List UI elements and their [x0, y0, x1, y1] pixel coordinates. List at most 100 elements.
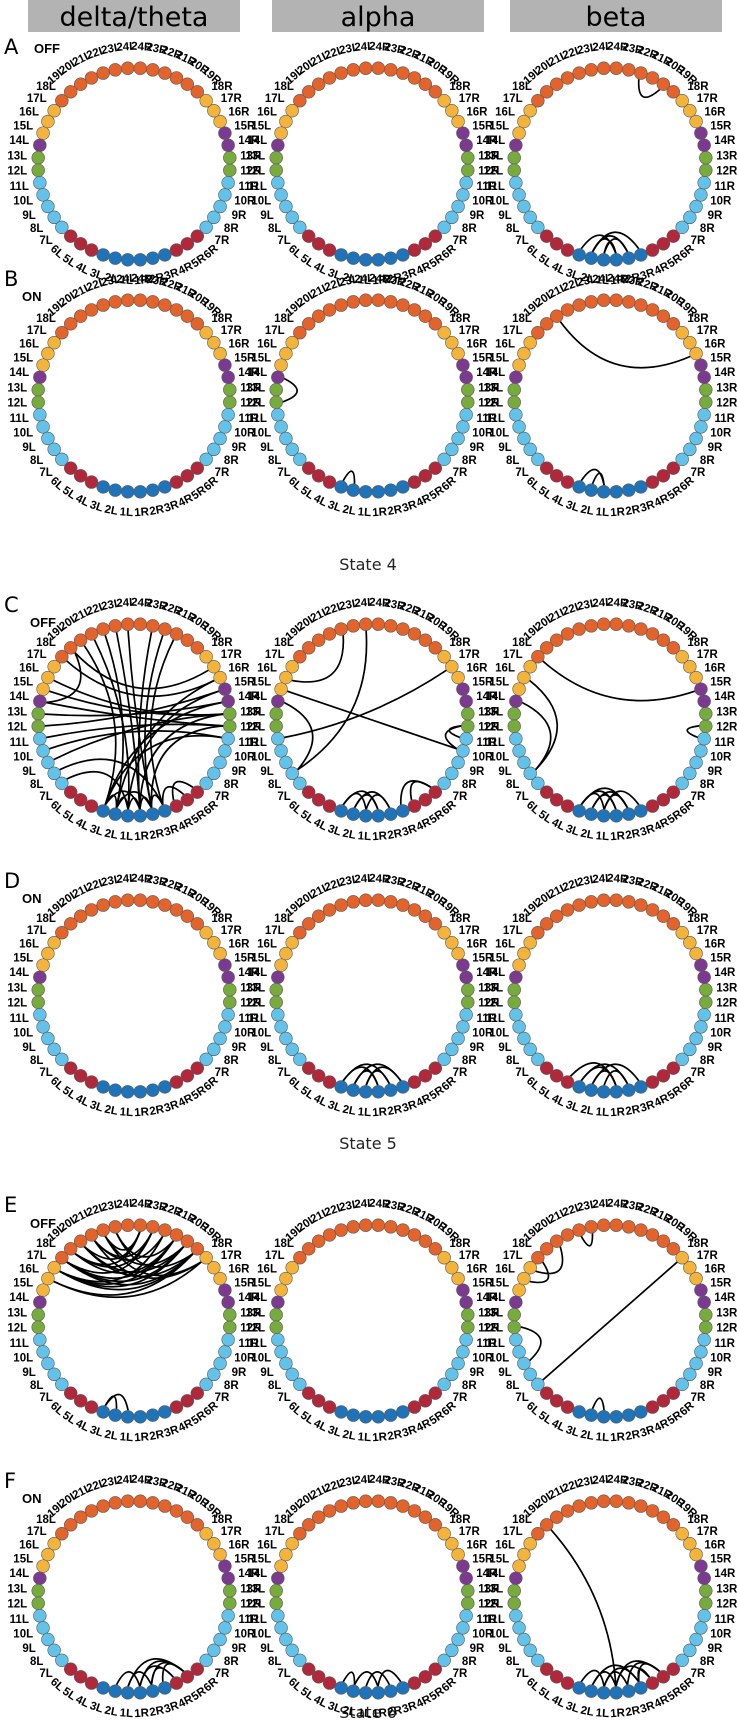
node-18r	[199, 94, 213, 108]
node-label-7l: 7L	[515, 235, 528, 247]
node-11r	[697, 1333, 711, 1347]
node-label-12l: 12L	[483, 166, 503, 178]
node-label-17l: 17L	[265, 649, 285, 661]
panel-letter-b: B	[4, 267, 18, 291]
node-label-1l: 1L	[119, 1106, 133, 1119]
node-11r	[459, 1609, 473, 1623]
node-label-2l: 2L	[341, 828, 357, 842]
node-12l	[507, 163, 521, 177]
node-label-12r: 12R	[240, 1323, 262, 1335]
node-label-8r: 8R	[462, 223, 477, 235]
node-label-4l: 4L	[550, 1093, 567, 1110]
node-label-14l: 14L	[247, 1568, 267, 1580]
node-label-2r: 2R	[624, 827, 641, 842]
node-17l	[285, 335, 299, 350]
circle-diagram-d-delta-theta: 24L23L22L21L20L19L18L17L16L15L14L13L12L1…	[7, 873, 262, 1120]
node-21r	[645, 1504, 660, 1518]
node-label-2r: 2R	[624, 503, 641, 518]
node-label-13r: 13R	[716, 982, 737, 994]
node-15r	[456, 958, 470, 972]
node-24r	[133, 617, 147, 631]
node-14r	[459, 694, 473, 708]
node-20r	[418, 1234, 433, 1248]
node-label-8l: 8L	[506, 223, 519, 235]
node-14l	[271, 1295, 285, 1309]
node-12r	[461, 1596, 475, 1610]
node-13l	[31, 707, 45, 721]
node-12r	[223, 1596, 237, 1610]
node-11r	[459, 176, 473, 190]
node-6l	[302, 785, 316, 799]
connection-16l-22l	[291, 635, 345, 683]
node-label-3r: 3R	[401, 1700, 419, 1716]
node-label-24l: 24L	[592, 273, 613, 286]
node-label-11l: 11L	[248, 1338, 267, 1350]
node-20l	[311, 1234, 326, 1248]
node-13l	[269, 383, 283, 397]
node-label-12r: 12R	[478, 722, 500, 734]
node-9r	[689, 431, 703, 446]
node-3l	[572, 480, 586, 494]
node-label-9l: 9L	[260, 1643, 273, 1655]
node-label-16r: 16R	[466, 938, 488, 950]
node-label-18l: 18L	[512, 637, 532, 649]
node-label-16l: 16L	[19, 338, 39, 350]
node-label-4l: 4L	[312, 1093, 329, 1110]
node-16r	[451, 670, 465, 685]
node-9l	[41, 1632, 55, 1647]
node-label-3l: 3L	[564, 1424, 581, 1440]
node-label-24r: 24R	[131, 273, 154, 286]
node-17l	[47, 935, 61, 950]
node-label-4l: 4L	[312, 817, 329, 834]
node-14l	[33, 1571, 47, 1585]
node-label-14l: 14L	[485, 1568, 505, 1580]
node-4r	[169, 799, 184, 813]
node-label-11r: 11R	[239, 1013, 260, 1025]
node-20r	[180, 909, 195, 923]
node-label-12r: 12R	[240, 1599, 262, 1611]
node-label-9r: 9R	[708, 442, 723, 454]
node-16r	[451, 1271, 465, 1286]
node-18l	[293, 1527, 307, 1541]
node-label-11r: 11R	[477, 413, 498, 425]
node-label-1l: 1L	[595, 1707, 609, 1720]
node-16l	[517, 670, 531, 685]
node-14l	[509, 694, 523, 708]
node-label-10l: 10L	[489, 752, 509, 764]
node-3r	[158, 804, 172, 818]
connection-3l-1l	[580, 1669, 605, 1687]
node-label-17r: 17R	[697, 93, 719, 105]
node-label-10r: 10R	[234, 196, 256, 208]
node-24r	[371, 61, 385, 75]
node-23r	[384, 619, 398, 633]
node-24l	[597, 1218, 611, 1232]
node-24l	[597, 1494, 611, 1508]
node-11l	[271, 1609, 285, 1623]
node-2r	[146, 251, 160, 265]
node-label-10l: 10L	[489, 1353, 509, 1365]
node-17l	[47, 1260, 61, 1275]
node-4l	[560, 1400, 575, 1414]
node-9l	[41, 199, 55, 214]
node-24r	[609, 293, 623, 307]
node-14r	[697, 138, 711, 152]
node-18r	[199, 650, 213, 664]
node-label-10r: 10R	[472, 428, 494, 440]
circle-diagram-c-alpha: 24L23L22L21L20L19L18L17L16L15L14L13L12L1…	[245, 597, 500, 844]
node-label-10l: 10L	[13, 428, 33, 440]
node-10l	[274, 420, 288, 434]
node-8r	[445, 766, 459, 781]
node-9r	[213, 1356, 227, 1371]
node-label-4l: 4L	[74, 493, 91, 510]
node-label-11r: 11R	[715, 737, 736, 749]
band-header-delta-theta-bg	[28, 0, 240, 32]
node-14l	[33, 138, 47, 152]
node-3r	[158, 1405, 172, 1419]
node-13r	[461, 983, 475, 997]
node-6l	[540, 1386, 554, 1400]
node-label-15r: 15R	[710, 120, 732, 132]
node-23r	[384, 895, 398, 909]
node-label-18r: 18R	[449, 313, 471, 325]
node-4r	[407, 1400, 422, 1414]
node-label-2l: 2L	[579, 1104, 595, 1118]
